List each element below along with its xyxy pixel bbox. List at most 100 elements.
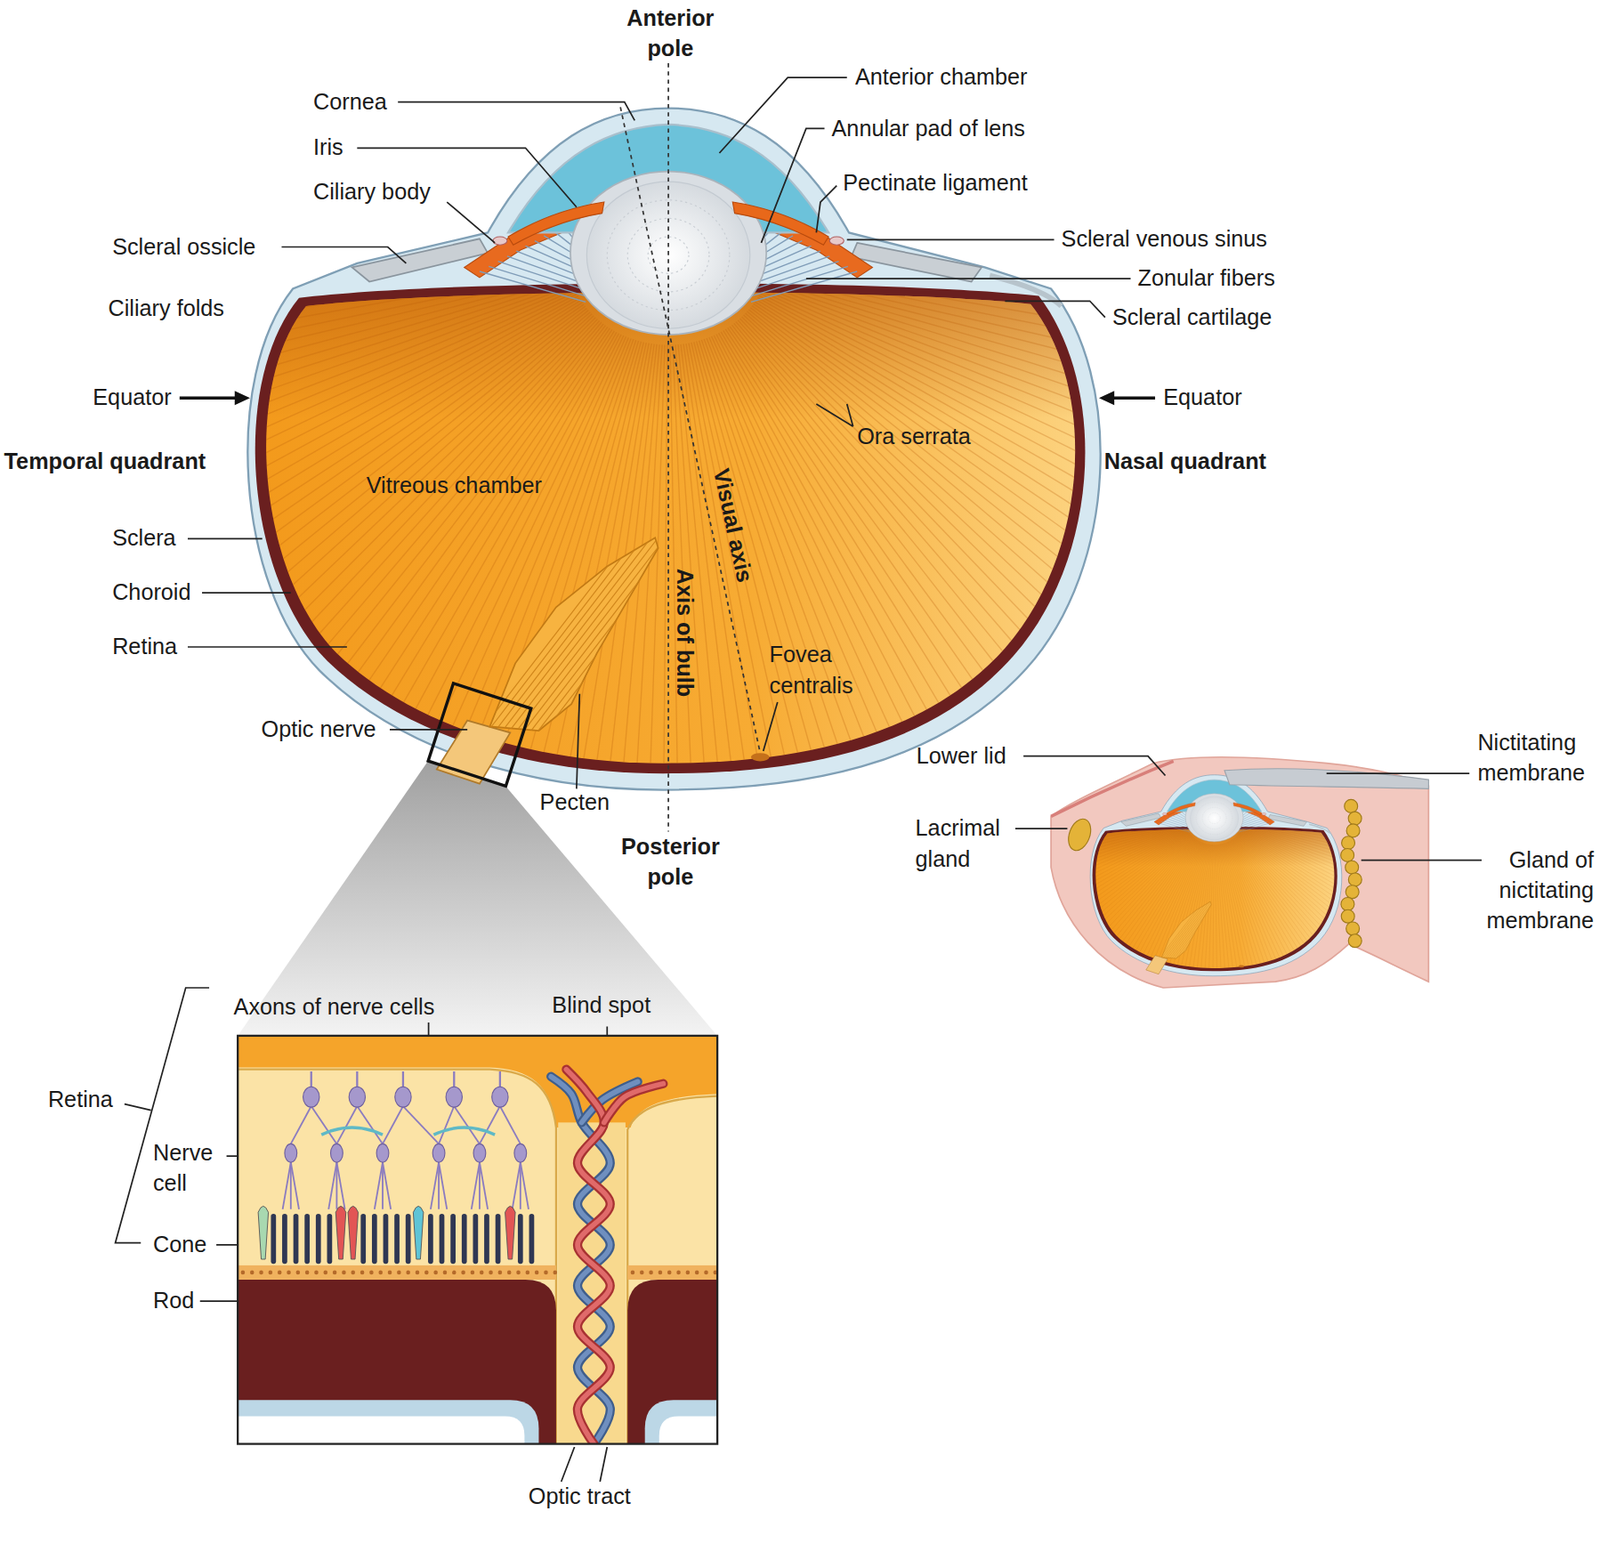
- iris: [732, 202, 829, 245]
- zonule: [488, 266, 585, 296]
- part-label: Annular pad of lens: [832, 113, 1026, 144]
- leader-line: [576, 694, 580, 790]
- inset-label: Axons of nerve cells: [234, 992, 436, 1023]
- part-label: Cornea: [313, 86, 388, 117]
- bipolar-cell: [473, 1143, 486, 1163]
- pigment-dot: [553, 1270, 558, 1276]
- retina-edge: [237, 1069, 557, 1445]
- pigment-dot: [424, 1270, 429, 1276]
- eyelid-tissue: [1050, 757, 1429, 988]
- scleral-ossicle: [850, 242, 982, 283]
- part-label: Vitreous chamber: [366, 470, 542, 502]
- axon: [310, 1071, 313, 1088]
- pigment-layer: [237, 1265, 557, 1280]
- part-label: Scleral ossicle: [112, 231, 256, 262]
- fold-line: [764, 284, 1168, 436]
- dendrite: [479, 1106, 501, 1144]
- pigment-dot: [332, 1270, 338, 1276]
- arrowhead: [1098, 390, 1115, 405]
- fold-line: [767, 277, 1180, 396]
- pigment-dot: [387, 1270, 393, 1276]
- pigment-dot: [241, 1270, 246, 1276]
- pigment-dot: [703, 1270, 709, 1276]
- leader-line: [760, 128, 825, 243]
- nictitating-gland: [1341, 799, 1363, 947]
- dendrite: [453, 1106, 480, 1144]
- gland-lobule: [1341, 897, 1355, 912]
- pigment-dot: [498, 1270, 503, 1276]
- axis-label: Axis of bulb: [669, 568, 700, 697]
- part-label: Equator: [92, 382, 171, 413]
- pigment-dot: [488, 1270, 493, 1276]
- vessel: [604, 1083, 664, 1124]
- fold-line: [729, 326, 988, 678]
- leader-line: [187, 646, 348, 648]
- iris: [508, 202, 605, 245]
- gland-lobule: [1345, 860, 1359, 874]
- dendrite: [382, 1106, 404, 1144]
- pigment-dot: [516, 1270, 521, 1276]
- fold-line: [756, 299, 1126, 523]
- axon: [402, 1071, 405, 1088]
- gland-lobule: [1341, 848, 1355, 862]
- gland-lobule: [1348, 811, 1362, 825]
- pigment-layer: [627, 1265, 718, 1280]
- fold-line: [675, 344, 706, 783]
- pigment-cells: [241, 1270, 719, 1276]
- pigment-dot: [648, 1270, 654, 1276]
- venous-sinus: [492, 236, 508, 245]
- choroid-layer: [237, 1279, 557, 1445]
- axon: [499, 1071, 502, 1088]
- fold-line: [151, 274, 569, 373]
- part-label: Scleral venous sinus: [1061, 224, 1268, 255]
- gland-lobule: [1348, 872, 1362, 887]
- dendrite: [290, 1106, 312, 1144]
- pleat: [509, 507, 725, 786]
- part-label: Gland of nictitating membrane: [1471, 844, 1595, 937]
- pigment-dot: [543, 1270, 549, 1276]
- nictitating-membrane: [1224, 768, 1429, 790]
- fold-line: [769, 260, 1197, 299]
- choroid-layer: [627, 1279, 718, 1445]
- rod-cell: [371, 1216, 378, 1261]
- inset-label: Cone: [153, 1229, 207, 1261]
- rod-cell: [282, 1216, 288, 1261]
- rod-cell: [472, 1216, 478, 1261]
- part-label: Nictitating membrane: [1477, 727, 1596, 790]
- rod-cell: [484, 1216, 490, 1261]
- fold-line: [747, 311, 1079, 591]
- rod-cell: [327, 1216, 333, 1261]
- zonule: [751, 266, 849, 296]
- retina-inset: [237, 1035, 718, 1445]
- pigment-dot: [250, 1270, 255, 1276]
- part-label: Ciliary body: [313, 176, 431, 207]
- fold-line: [154, 275, 570, 386]
- rod-cell: [383, 1216, 389, 1261]
- pigment-dot: [452, 1270, 457, 1276]
- gland-lobule: [1344, 799, 1358, 813]
- retina-edge: [627, 1096, 718, 1445]
- bracket: [115, 987, 210, 1244]
- leader-line: [847, 239, 1055, 242]
- inset-frame: [237, 1035, 718, 1445]
- scleral-ossicle: [352, 238, 489, 282]
- lid-margin: [1050, 760, 1174, 817]
- leader-line: [124, 1104, 152, 1111]
- part-label: Zonular fibers: [1138, 263, 1276, 294]
- vitreous-region: [237, 1035, 718, 1128]
- dendrite: [336, 1106, 357, 1144]
- pleat: [495, 507, 711, 786]
- gland-lobule: [1341, 836, 1356, 850]
- cone-cell: [347, 1205, 358, 1260]
- horizontal-cell: [321, 1127, 383, 1135]
- pole-label: Anterior pole: [614, 3, 727, 65]
- pigment-dot: [378, 1270, 383, 1276]
- pleat: [474, 507, 689, 786]
- pigment-dot: [350, 1270, 356, 1276]
- ganglion-cell: [492, 1086, 509, 1108]
- part-label: Lower lid: [916, 740, 1007, 771]
- pleat: [524, 507, 739, 786]
- leader-line: [816, 185, 837, 234]
- leader-line: [816, 404, 853, 427]
- bipolar-cell: [514, 1143, 527, 1163]
